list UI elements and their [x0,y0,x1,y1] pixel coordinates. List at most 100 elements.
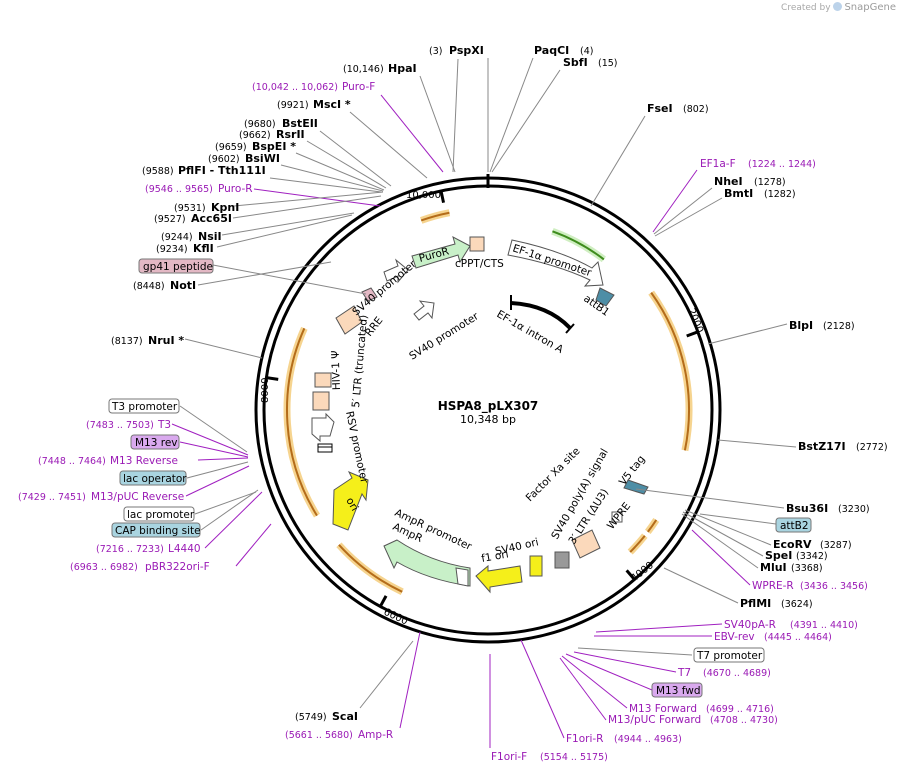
tick-mark-3 [378,595,388,608]
hiv1-psi-box [314,372,332,388]
ampr-arrow [383,539,471,587]
pos-bmti: (1282) [764,189,796,200]
enzyme-pspxi: (3)PspXI [429,44,484,57]
name-spei: SpeI [765,549,792,562]
pos-nrui: (8137) [111,336,143,347]
enzyme-bspei: (9659)BspEI * [215,140,296,153]
box-m13-rev: M13 rev [130,434,180,450]
pos-rsrii: (9662) [239,130,271,141]
pos-spei: (3342) [796,551,828,562]
enzyme-blpi: BlpI(2128) [789,319,855,332]
leader-line-16 [216,214,353,248]
range-f1ori-r: (4944 .. 4963) [614,734,682,745]
range-l4440: (7216 .. 7233) [96,544,164,555]
snapgene-logo-icon [833,2,843,11]
enzyme-scai: (5749)ScaI [295,710,358,723]
leader-line-38 [561,655,628,709]
leader-line-20 [590,115,646,207]
tick-label-8000: 8000 [260,378,271,403]
orange-arc-2 [650,292,690,451]
enzyme-sbfi: SbfI(15) [563,56,618,69]
box-t7-bg [693,647,765,663]
range-m13-forward: (4699 .. 4716) [706,704,774,715]
leader-line-50 [194,491,257,515]
primer-wpre-r: WPRE-R(3436 .. 3456) [752,580,868,592]
pos-hpai: (10,146) [343,64,384,75]
attb1-shape [595,287,615,307]
pos-pflfi: (9588) [142,166,174,177]
enzyme-ecorv: EcoRV (3287) [773,538,852,551]
pos-pflmi: (3624) [781,599,813,610]
leader-line-45 [171,423,249,456]
primer-f1ori-r: F1ori-R(4944 .. 4963) [566,733,682,745]
sv40-ori-box [529,555,543,577]
leader-line-18 [197,261,332,286]
primer-ebv-rev: EBV-rev(4445 .. 4464) [714,631,832,643]
rre-shape [335,305,363,335]
name-nhei: NheI [714,175,743,188]
box-lacpro-bg [123,506,195,522]
snapgene-credit: Created by SnapGene [781,2,896,13]
enzyme-pflmi: PflMI(3624) [740,597,813,610]
primer-m13puc-forward: M13/pUC Forward (4708 .. 4730) [608,714,778,726]
name-ecorv: EcoRV [773,538,812,551]
name-bstz17i: BstZ17I [798,440,846,453]
name-f1ori-f: F1ori-F [491,751,527,763]
label-sv40-ori: SV40 ori [494,536,540,558]
range-m13-reverse: (7448 .. 7464) [38,456,106,467]
primer-amp-r: (5661 .. 5680)Amp-R [285,729,393,741]
range-m13puc-forward: (4708 .. 4730) [710,715,778,726]
enzyme-nhei: NheI(1278) [714,175,786,188]
tick-mark-0 [439,190,446,204]
name-pspxi: PspXI [449,44,484,57]
leader-line-40 [520,639,565,739]
primer-puro-r: (9546 .. 9565)Puro-R [145,183,253,195]
range-t3: (7483 .. 7503) [86,420,154,431]
tick-mark-2 [625,569,636,581]
label-wpre: WPRE [605,500,633,532]
pos-ecorv: (3287) [820,540,852,551]
leader-line-10 [280,164,384,192]
name-sbfi: SbfI [563,56,588,69]
leader-line-52 [204,491,263,549]
leader-line-21 [652,169,698,233]
ef1a-intron-arc [510,301,572,330]
box-gp41-text: gp41 peptide [143,261,213,273]
intron-cap-end [565,323,575,334]
ltr3-box [571,529,601,559]
primer-ef1a-f: EF1a-F(1224 .. 1244) [700,158,816,170]
leader-line-2 [489,57,534,173]
primer-l4440: (7216 .. 7233)L4440 [96,543,201,555]
leader-line-42 [359,640,414,709]
leader-line-25 [717,439,797,448]
sv40-promoter-arrow-2 [413,300,435,321]
box-m13fwd-text: M13 fwd [656,685,701,697]
gp41-shape [361,287,378,302]
leader-line-39 [559,657,607,721]
name-pflfi: PflFI - Tth111I [178,164,266,177]
name-m13puc-forward: M13/pUC Forward [608,714,701,726]
plasmid-name: HSPA8_pLX307 [438,399,539,414]
leader-line-43 [399,631,421,729]
box-t3-promoter: T3 promoter [108,398,180,414]
boxed-labels: gp41 peptide attB2 T7 promoter M13 fwd T… [108,258,812,698]
label-rsv-promoter: RSV promoter [343,410,370,485]
name-t3: T3 [157,419,171,431]
tick-mark-1 [686,330,699,338]
leader-line-15 [221,212,355,236]
leader-line-27 [699,513,777,525]
pos-paqci: (4) [580,46,593,57]
leader-line-4 [419,75,456,173]
range-puro-f: (10,042 .. 10,062) [252,82,338,93]
orange-arc-6 [286,327,318,517]
range-sv40pa-r: (4391 .. 4410) [790,620,858,631]
tick-mark-4 [266,376,279,381]
name-ef1a-f: EF1a-F [700,158,736,170]
box-lac-promoter: lac promoter [123,506,195,522]
enzyme-bstz17i: BstZ17I(2772) [798,440,888,453]
pos-noti: (8448) [133,281,165,292]
box-lac-operator: lac operator [119,470,187,486]
primer-m13-reverse: (7448 .. 7464)M13 Reverse [38,455,178,467]
enzyme-spei: SpeI (3342) [765,549,828,562]
